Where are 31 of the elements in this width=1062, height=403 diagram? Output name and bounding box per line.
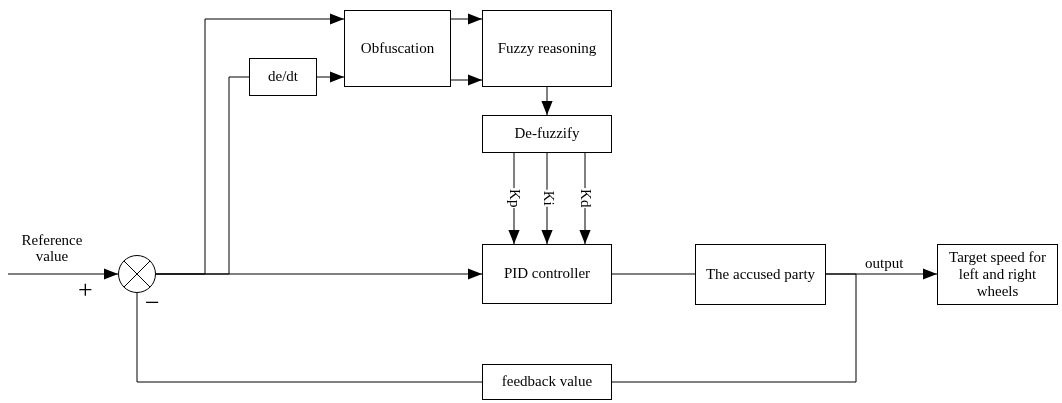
arrow bbox=[541, 152, 553, 245]
process-box bbox=[482, 244, 612, 304]
process-box bbox=[482, 364, 612, 400]
arrow bbox=[450, 74, 483, 86]
edge-label: output bbox=[865, 254, 904, 271]
process-box bbox=[249, 58, 317, 96]
box-label: de/dt bbox=[268, 68, 298, 86]
arrow bbox=[316, 71, 345, 83]
process-box bbox=[482, 115, 612, 153]
box-label: Obfuscation bbox=[360, 39, 435, 58]
box-label: The accused party bbox=[705, 265, 816, 284]
process-box bbox=[344, 10, 451, 87]
process-box bbox=[695, 244, 826, 305]
edge-label: Reference value bbox=[20, 231, 84, 265]
process-box bbox=[937, 244, 1058, 305]
box-label: Target speed for left and right wheels bbox=[948, 248, 1047, 301]
connector-line bbox=[611, 273, 696, 275]
box-label: feedback value bbox=[501, 373, 593, 391]
box-label: De-fuzzify bbox=[514, 125, 580, 143]
process-box bbox=[482, 10, 612, 87]
summing-junction bbox=[118, 255, 156, 293]
connector-line bbox=[611, 273, 857, 383]
box-label: PID controller bbox=[503, 265, 591, 283]
sign-label: − bbox=[145, 290, 160, 316]
connector-line bbox=[136, 292, 483, 383]
box-label: Fuzzy reasoning bbox=[497, 39, 597, 58]
arrow bbox=[541, 86, 553, 116]
arrow bbox=[450, 13, 483, 25]
arrow bbox=[7, 268, 119, 280]
sign-label: + bbox=[78, 277, 93, 303]
connector-line bbox=[155, 76, 250, 275]
